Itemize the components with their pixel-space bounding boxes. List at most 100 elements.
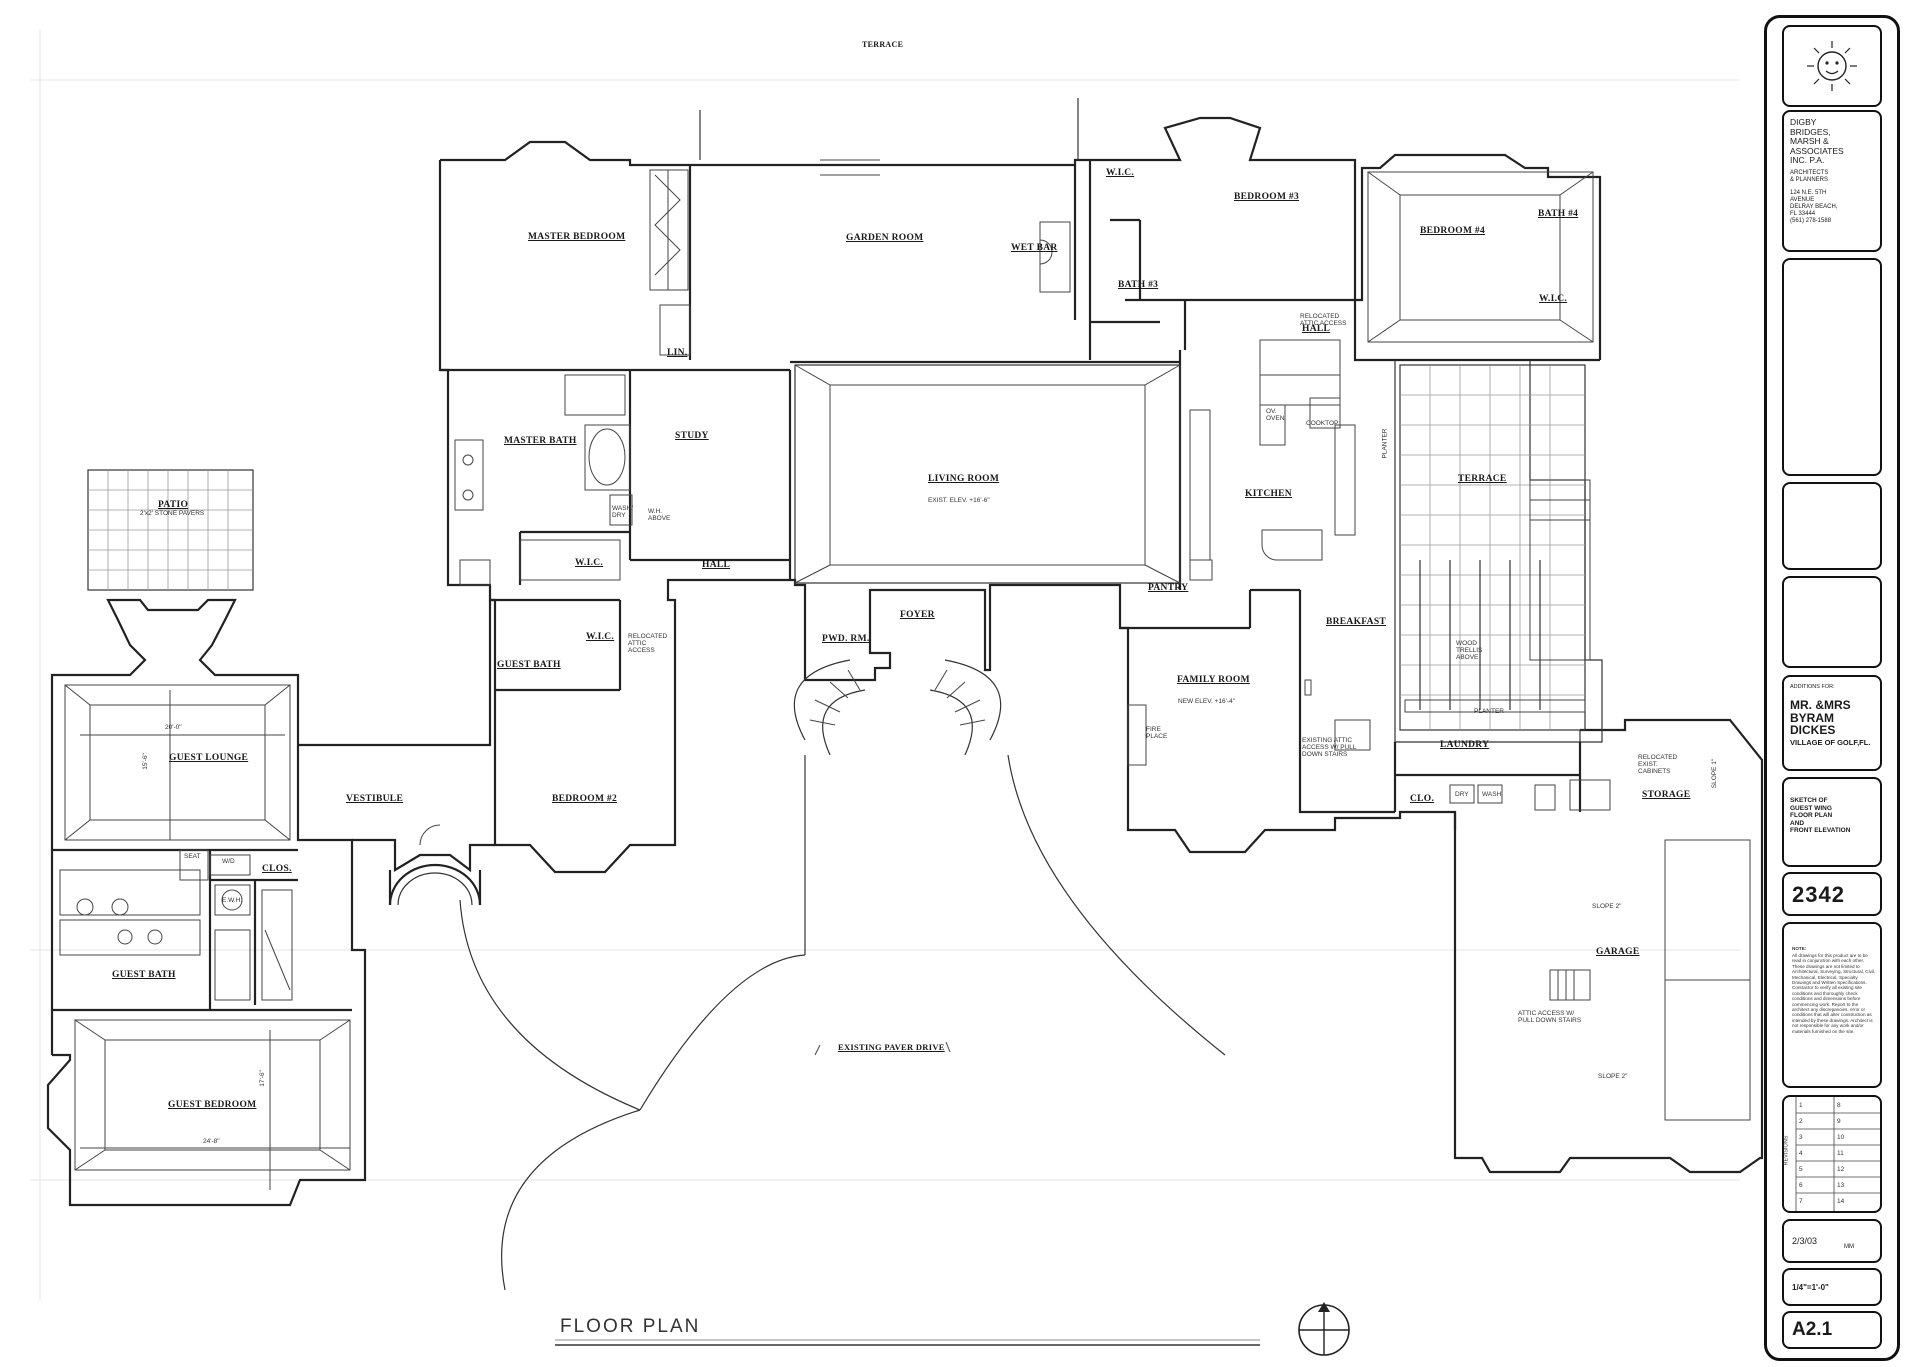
room-label-bath-4: BATH #4 xyxy=(1538,209,1579,219)
firm-line: INC. P.A. xyxy=(1790,155,1825,165)
title-block-client-cell: ADDITIONS FOR: MR. &MRS BYRAM DICKES VIL… xyxy=(1782,675,1882,771)
title-block-notes-cell: NOTE: All drawings for this product are … xyxy=(1782,922,1882,1088)
room-label-wic-guest: W.I.C. xyxy=(586,632,615,642)
note-attic-family: EXISTING ATTIC ACCESS W/ PULL DOWN STAIR… xyxy=(1302,737,1357,758)
note-attic-garage: ATTIC ACCESS W/ PULL DOWN STAIRS xyxy=(1518,1010,1582,1024)
room-label-clo: CLO. xyxy=(1410,794,1435,804)
room-label-hall-mid: HALL xyxy=(702,560,731,570)
room-label-master-bedroom: MASTER BEDROOM xyxy=(528,232,626,242)
note-wd: W/D xyxy=(222,858,235,865)
drawn-by: MM xyxy=(1844,1244,1854,1250)
title-block-blank-cell-1 xyxy=(1782,258,1882,476)
revision-number: 1 xyxy=(1799,1102,1803,1109)
room-label-patio: PATIO xyxy=(158,500,189,510)
room-label-kitchen: KITCHEN xyxy=(1245,489,1292,499)
note-family-elevation: NEW ELEV. +16'-4" xyxy=(1178,698,1235,705)
master-bath-fixtures xyxy=(454,374,633,586)
revision-number: 8 xyxy=(1837,1102,1841,1109)
title-block-date-cell: 2/3/03 MM xyxy=(1782,1219,1882,1263)
note-wh-above: W.H. ABOVE xyxy=(648,508,671,522)
address-line: 124 N.E. 5TH xyxy=(1790,190,1827,196)
garage-fixtures xyxy=(1549,839,1751,1121)
room-label-garage: GARAGE xyxy=(1596,947,1640,957)
room-label-terrace-top: TERRACE xyxy=(862,40,904,49)
title-block-firm-cell: DIGBY BRIDGES, MARSH & ASSOCIATES INC. P… xyxy=(1782,110,1882,252)
firm-line: ASSOCIATES xyxy=(1790,145,1844,156)
note-planter-v: PLANTER xyxy=(1381,428,1389,459)
title-block-sheet-number-cell: A2.1 xyxy=(1782,1311,1882,1349)
firm-subtitle: ARCHITECTS & PLANNERS xyxy=(1790,170,1828,184)
garden-room-features xyxy=(699,98,1079,293)
revision-number: 14 xyxy=(1837,1198,1845,1205)
room-label-vestibule: VESTIBULE xyxy=(346,794,404,804)
room-label-master-bath: MASTER BATH xyxy=(504,436,577,446)
title-block-project-number-cell: 2342 xyxy=(1782,872,1882,916)
note-slope-b: SLOPE 2" xyxy=(1598,1073,1628,1080)
note-relocated-attic-wic: RELOCATED ATTIC ACCESS xyxy=(628,633,668,654)
description-line: SKETCH OF xyxy=(1790,797,1828,804)
room-label-family-room: FAMILY ROOM xyxy=(1177,675,1250,685)
guest-wing-walls xyxy=(46,598,495,1207)
room-label-storage: STORAGE xyxy=(1642,790,1691,800)
note-dim-lounge-h: 15'-6" xyxy=(141,753,149,770)
note-relocated-cabinets: RELOCATED EXIST. CABINETS xyxy=(1638,754,1678,775)
firm-address: 124 N.E. 5TH AVENUE DELRAY BEACH, FL 334… xyxy=(1790,190,1837,225)
room-label-guest-bath-upper: GUEST BATH xyxy=(497,660,561,670)
revision-number: 2 xyxy=(1799,1118,1803,1125)
firm-line: BRIDGES, xyxy=(1790,126,1831,137)
room-label-bedroom-3: BEDROOM #3 xyxy=(1234,192,1300,202)
room-label-pwd-rm: PWD. RM. xyxy=(822,634,870,644)
master-closets xyxy=(649,169,691,356)
address-line: DELRAY BEACH, xyxy=(1790,204,1838,210)
note-living-elevation: EXIST. ELEV. +16'-6" xyxy=(928,497,990,504)
revision-number: 9 xyxy=(1837,1118,1841,1125)
note-oven: OV. OVEN xyxy=(1266,408,1285,422)
room-label-bedroom-2: BEDROOM #2 xyxy=(552,794,618,804)
room-label-wic-top: W.I.C. xyxy=(1106,168,1135,178)
address-line: FL 33444 xyxy=(1790,211,1816,217)
note-wash-dry: WASH/ DRY xyxy=(612,505,634,519)
room-label-bedroom-4: BEDROOM #4 xyxy=(1420,226,1486,236)
note-slope-side: SLOPE 1" xyxy=(1711,758,1719,789)
note-dry: DRY xyxy=(1455,791,1469,798)
room-label-wic-master: W.I.C. xyxy=(575,558,604,568)
title-block-blank-cell-3 xyxy=(1782,576,1882,668)
client-line: MR. &MRS xyxy=(1790,698,1851,712)
note-relocated-attic-hall: RELOCATED ATTIC ACCESS xyxy=(1300,313,1347,327)
family-room-fixtures xyxy=(1127,679,1371,766)
room-label-breakfast: BREAKFAST xyxy=(1326,617,1387,627)
title-block-blank-cell-2 xyxy=(1782,482,1882,570)
client-line: DICKES xyxy=(1790,723,1836,737)
description-line: GUEST WING xyxy=(1790,804,1832,812)
room-label-clos-guest: CLOS. xyxy=(262,864,292,874)
patio-grid xyxy=(87,469,254,591)
note-dim-bed-h: 17'-6" xyxy=(258,1070,266,1087)
firm-sub-line: ARCHITECTS xyxy=(1790,170,1829,176)
address-line: AVENUE xyxy=(1790,197,1815,203)
room-label-study: STUDY xyxy=(675,431,709,441)
room-label-guest-bath-lower: GUEST BATH xyxy=(112,970,176,980)
living-room-ceiling xyxy=(794,364,1181,584)
drawing-scale: 1/4"=1'-0" xyxy=(1792,1283,1829,1292)
room-label-living-room: LIVING ROOM xyxy=(928,474,1000,484)
revision-number: 13 xyxy=(1837,1182,1845,1189)
room-label-guest-lounge: GUEST LOUNGE xyxy=(169,753,249,763)
note-planter-h: PLANTER xyxy=(1474,708,1504,715)
terrace-grid xyxy=(1399,364,1591,731)
laundry-fixtures xyxy=(1449,779,1611,811)
title-block-revisions-cell: REVISIONS 1 2 3 4 5 6 7 8 9 10 11 12 13 … xyxy=(1782,1095,1882,1213)
foyer-curved-stairs xyxy=(793,659,1002,756)
room-label-wet-bar: WET BAR xyxy=(1011,243,1058,253)
revision-number: 11 xyxy=(1837,1150,1844,1157)
revision-number: 5 xyxy=(1799,1166,1803,1173)
drawing-description: SKETCH OF GUEST WING FLOOR PLAN AND FRON… xyxy=(1790,797,1850,835)
note-slope-a: SLOPE 2" xyxy=(1592,903,1622,910)
bedroom-ceilings xyxy=(1367,171,1594,343)
note-patio-pavers: 2'x2' STONE PAVERS xyxy=(140,510,205,517)
plan-title: FLOOR PLAN xyxy=(560,1316,701,1337)
firm-line: MARSH & xyxy=(1790,136,1829,146)
note-dim-lounge-w: 20'-0" xyxy=(165,724,182,731)
sheet-number: A2.1 xyxy=(1792,1319,1833,1340)
room-label-lin: LIN. xyxy=(667,348,688,358)
